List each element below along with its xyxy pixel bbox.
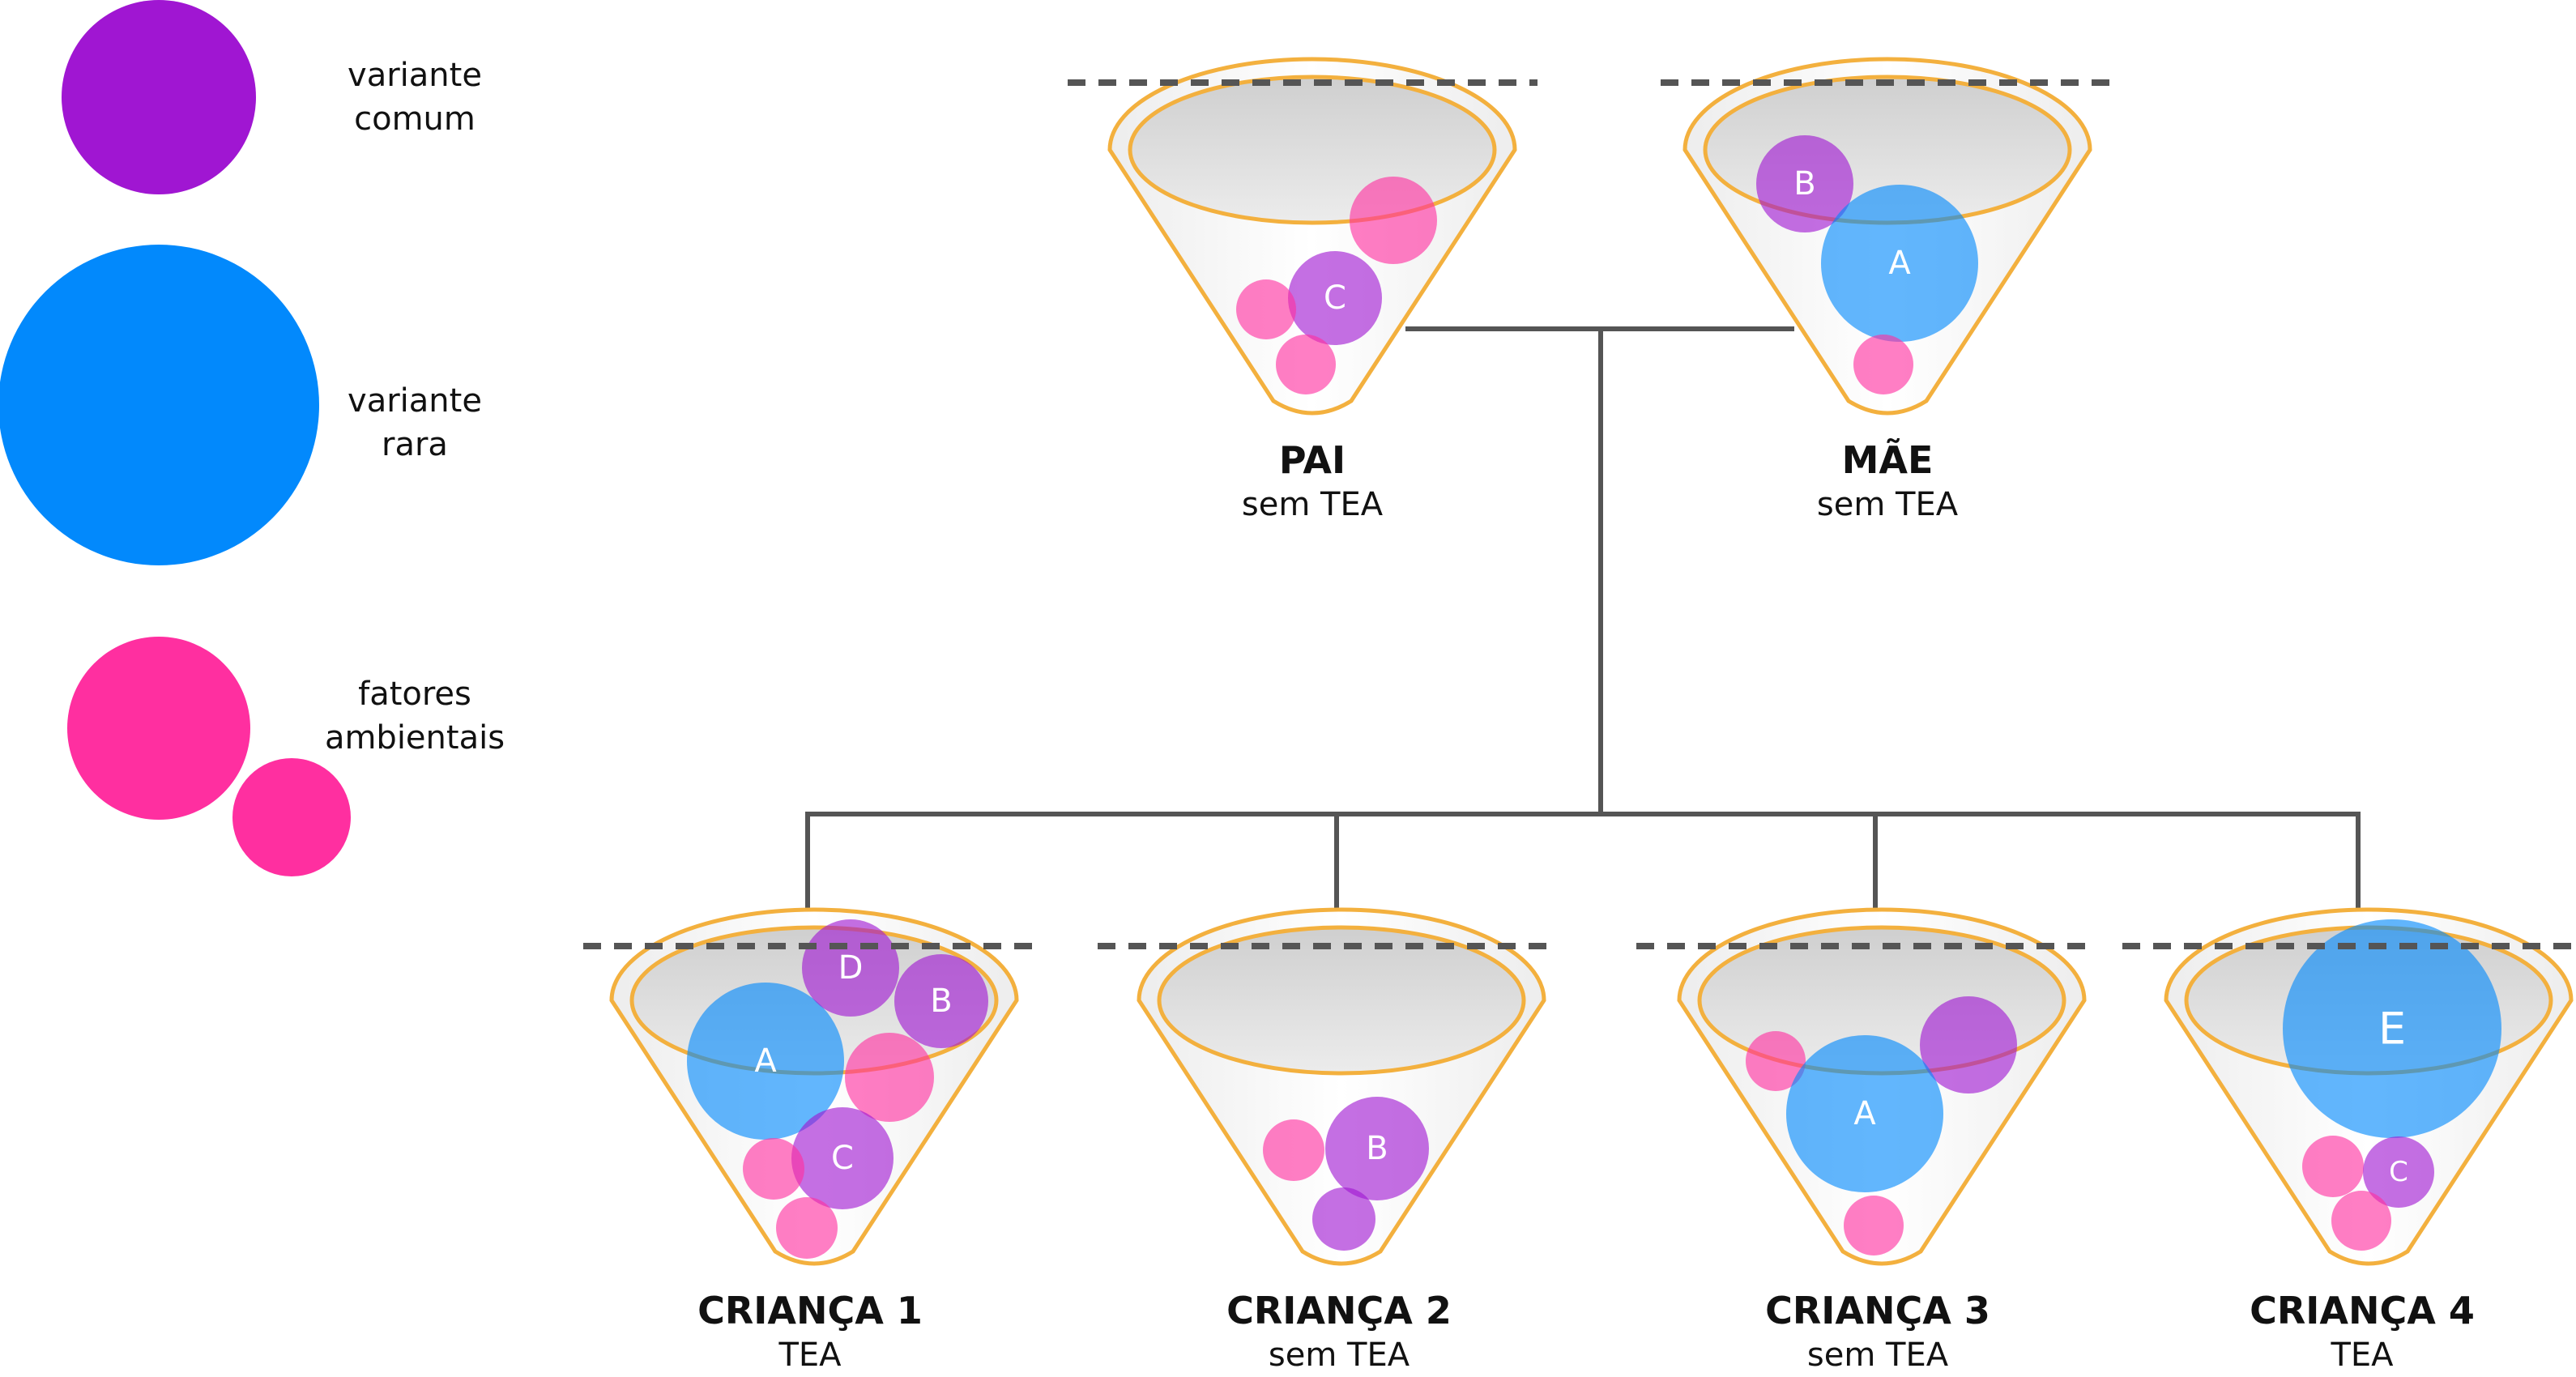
father-environmental-ball-4: [1276, 335, 1336, 394]
legend-environmental-icon-small: [232, 758, 351, 876]
child2-cup-rim: [1157, 925, 1526, 1076]
mother-environmental-ball-3: [1853, 335, 1913, 394]
child1-ball-label-1: A: [754, 1042, 777, 1080]
mother-rare-ball-2: [1821, 185, 1978, 342]
legend-environmental-line1: fatores: [358, 676, 471, 713]
child1-environmental-ball-7: [776, 1197, 838, 1259]
legend-rare-line2: rara: [382, 426, 448, 463]
father-ball-label-2: C: [1324, 279, 1346, 317]
child2-common-ball-2: [1325, 1097, 1429, 1200]
child1-label: CRIANÇA 1 TEA: [648, 1288, 972, 1377]
father-cup: C: [1068, 57, 1537, 416]
father-common-ball-2: [1288, 251, 1382, 345]
legend-environmental-line2: ambientais: [324, 719, 505, 757]
child3-environmental-ball-1: [1746, 1031, 1806, 1091]
child4-rare-ball-1: [2283, 919, 2501, 1138]
child2-common-ball-3: [1312, 1187, 1375, 1251]
legend-common-line1: variante: [348, 57, 482, 94]
child4-environmental-ball-2: [2302, 1136, 2364, 1197]
child1-environmental-ball-6: [743, 1138, 804, 1200]
legend-rare-label: variante rara: [318, 379, 512, 467]
child3-ball-label-3: A: [1853, 1095, 1876, 1132]
child3-environmental-ball-4: [1844, 1196, 1904, 1256]
child4-label: CRIANÇA 4 TEA: [2200, 1288, 2524, 1377]
legend-common-variant-icon: [62, 0, 256, 194]
child4-cup: EC: [2122, 907, 2576, 1266]
father-label: PAI sem TEA: [1150, 437, 1474, 526]
child3-rare-ball-3: [1786, 1035, 1943, 1192]
legend-common-label: variante comum: [318, 53, 512, 141]
mother-cup: BA: [1661, 57, 2110, 416]
child1-ball-label-2: D: [838, 949, 864, 987]
father-cup-rim: [1128, 75, 1497, 225]
child2-status: sem TEA: [1268, 1336, 1410, 1374]
mother-label: MÃE sem TEA: [1725, 437, 2049, 526]
mother-name: MÃE: [1841, 438, 1934, 482]
child4-status: TEA: [2331, 1336, 2394, 1374]
child1-environmental-ball-4: [845, 1033, 934, 1122]
child4-name: CRIANÇA 4: [2250, 1289, 2475, 1332]
child4-ball-label-1: E: [2378, 1004, 2406, 1055]
child4-environmental-ball-4: [2331, 1191, 2391, 1251]
child2-name: CRIANÇA 2: [1226, 1289, 1452, 1332]
mother-ball-label-1: B: [1793, 165, 1815, 202]
child3-label: CRIANÇA 3 sem TEA: [1716, 1288, 2040, 1377]
mother-common-ball-1: [1756, 135, 1853, 232]
child1-rare-ball-1: [687, 983, 844, 1140]
child2-label: CRIANÇA 2 sem TEA: [1177, 1288, 1501, 1377]
child1-name: CRIANÇA 1: [697, 1289, 923, 1332]
child3-name: CRIANÇA 3: [1765, 1289, 1990, 1332]
child3-cup: A: [1636, 907, 2090, 1266]
child1-ball-label-5: C: [831, 1140, 854, 1177]
mother-ball-label-2: A: [1888, 245, 1911, 282]
child4-ball-label-3: C: [2389, 1156, 2408, 1188]
child2-environmental-ball-1: [1263, 1119, 1324, 1181]
mother-status: sem TEA: [1816, 486, 1959, 523]
child2-cup: B: [1098, 907, 1559, 1266]
legend-rare-variant-icon: [0, 245, 319, 565]
pedigree-lines: [805, 326, 2361, 923]
legend: [0, 0, 351, 876]
legend-environmental-label: fatores ambientais: [318, 672, 512, 760]
legend-rare-line1: variante: [348, 382, 482, 420]
father-environmental-ball-1: [1350, 177, 1437, 264]
legend-environmental-icon: [67, 637, 250, 820]
child1-common-ball-3: [894, 954, 988, 1048]
child3-common-ball-2: [1920, 996, 2017, 1094]
child3-status: sem TEA: [1806, 1336, 1949, 1374]
father-environmental-ball-3: [1236, 279, 1296, 339]
child1-ball-label-3: B: [930, 983, 952, 1020]
child2-ball-label-2: B: [1366, 1130, 1388, 1167]
father-name: PAI: [1278, 438, 1346, 482]
child1-common-ball-5: [791, 1107, 893, 1209]
child4-common-ball-3: [2363, 1136, 2434, 1208]
child1-status: TEA: [778, 1336, 842, 1374]
father-status: sem TEA: [1241, 486, 1384, 523]
legend-common-line2: comum: [354, 100, 476, 138]
child1-cup: A D B C: [583, 907, 1041, 1266]
